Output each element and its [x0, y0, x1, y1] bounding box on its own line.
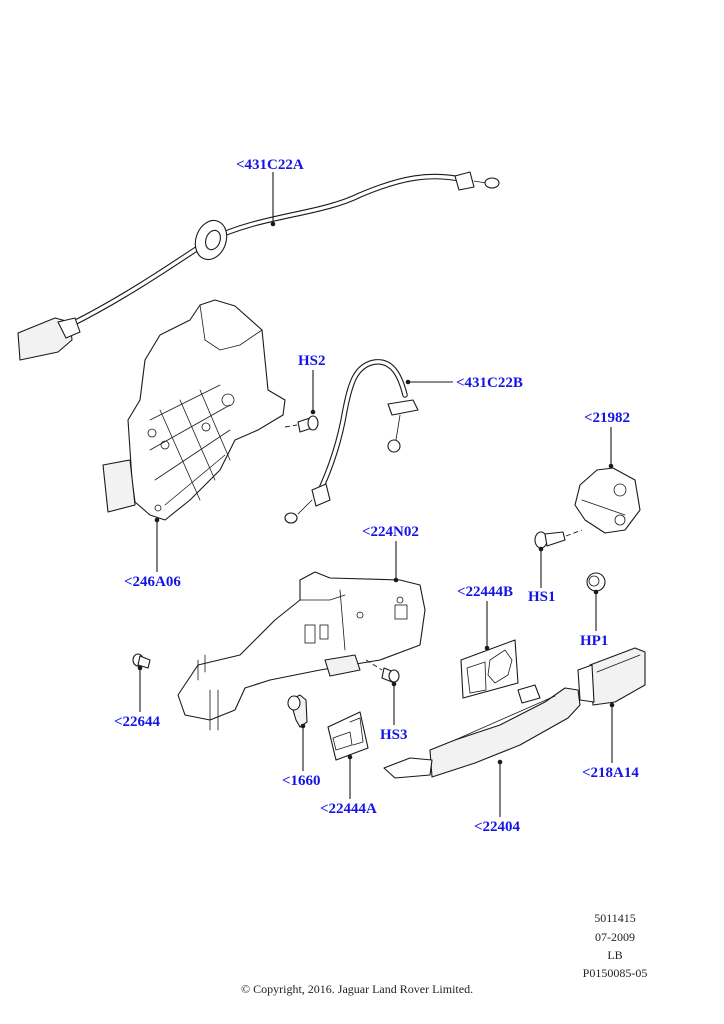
- callout-22444A[interactable]: <22444A: [320, 801, 377, 817]
- callout-HS2[interactable]: HS2: [298, 353, 326, 369]
- leader-dot-22644: [137, 665, 143, 671]
- part-gasket-22444A: [327, 711, 369, 761]
- callout-218A14[interactable]: <218A14: [582, 765, 639, 781]
- part-screw-HS1: [534, 529, 583, 549]
- callout-22404[interactable]: <22404: [474, 819, 521, 835]
- copyright-notice: © Copyright, 2016. Jaguar Land Rover Lim…: [241, 982, 474, 996]
- callout-HS1[interactable]: HS1: [528, 589, 556, 605]
- leader-dot-HS2: [310, 409, 316, 415]
- leader-dot-22444B: [484, 645, 490, 651]
- meta-date: 07-2009: [595, 930, 635, 944]
- callout-21982[interactable]: <21982: [584, 410, 631, 426]
- part-cable-431C22B: [284, 359, 419, 524]
- part-latch-246A06: [102, 299, 286, 521]
- part-plug-HP1: [586, 572, 606, 592]
- leader-dot-431C22B: [405, 379, 411, 385]
- leader-dot-224N02: [393, 577, 399, 583]
- part-handle-22404: [383, 684, 581, 779]
- meta-code: LB: [607, 948, 623, 962]
- part-screw-HS2: [284, 415, 319, 433]
- callout-224N02[interactable]: <224N02: [362, 524, 419, 540]
- part-grommet-1660: [287, 694, 308, 728]
- part-striker-21982: [574, 467, 641, 534]
- callout-HP1[interactable]: HP1: [580, 633, 609, 649]
- part-carrier-224N02: [177, 571, 426, 731]
- callout-246A06[interactable]: <246A06: [124, 574, 181, 590]
- callout-1660[interactable]: <1660: [282, 773, 321, 789]
- leader-dot-246A06: [154, 517, 160, 523]
- callout-22644[interactable]: <22644: [114, 714, 161, 730]
- part-cover-218A14: [577, 647, 646, 706]
- part-gasket-22444B: [460, 639, 519, 699]
- part-cable-431C22A: [17, 171, 500, 361]
- meta-number: 5011415: [594, 911, 636, 925]
- callout-431C22B[interactable]: <431C22B: [456, 375, 523, 391]
- leader-lines: [137, 172, 615, 817]
- callout-HS3[interactable]: HS3: [380, 727, 408, 743]
- leader-dot-HS1: [538, 546, 544, 552]
- callout-22444B[interactable]: <22444B: [457, 584, 514, 600]
- leader-dot-22404: [497, 759, 503, 765]
- part-screw-HS3: [365, 659, 400, 683]
- part-rivet-22644: [132, 653, 151, 669]
- leader-dot-1660: [300, 723, 306, 729]
- leader-dot-HS3: [391, 681, 397, 687]
- meta-reference: P0150085-05: [582, 966, 648, 980]
- callout-431C22A[interactable]: <431C22A: [236, 157, 304, 173]
- leader-dot-21982: [608, 463, 614, 469]
- leader-dot-HP1: [593, 589, 599, 595]
- leader-dot-22444A: [347, 754, 353, 760]
- leader-dot-431C22A: [270, 221, 276, 227]
- leader-dot-218A14: [609, 702, 615, 708]
